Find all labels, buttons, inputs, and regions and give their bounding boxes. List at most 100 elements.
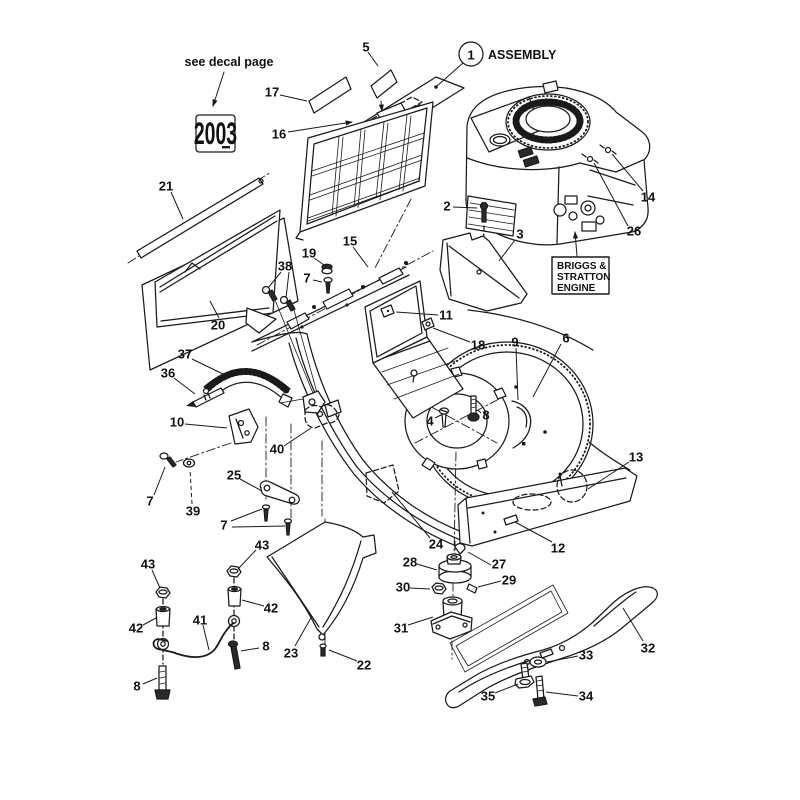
leader-line-3 xyxy=(498,239,516,262)
part-label-2: 2 xyxy=(443,199,450,214)
set-screw-29 xyxy=(466,583,478,594)
leader-line-31 xyxy=(407,616,434,626)
wheel-pocket-13 xyxy=(556,469,588,503)
leader-line-41 xyxy=(202,624,210,651)
pin-36 xyxy=(186,387,225,408)
see-decal-note: see decal page xyxy=(185,55,274,69)
part-label-8-right: 8 xyxy=(262,639,269,654)
bolt-22 xyxy=(319,643,327,657)
leader-line-22 xyxy=(328,649,358,662)
assembly-number: 1 xyxy=(467,48,474,63)
leader-line-8-deck xyxy=(477,409,482,414)
part-label-22: 22 xyxy=(357,658,371,673)
leader-line-38 xyxy=(267,271,282,289)
part-label-36: 36 xyxy=(161,366,175,381)
rod-41 xyxy=(152,622,235,659)
part-label-3: 3 xyxy=(516,227,523,242)
part-label-29: 29 xyxy=(502,573,516,588)
part-label-24: 24 xyxy=(429,537,444,552)
part-label-42-left: 42 xyxy=(129,621,143,636)
leader-line-5 xyxy=(367,51,379,67)
nut-43-right xyxy=(226,565,242,578)
side-panel-group xyxy=(141,209,299,371)
leader-line-35 xyxy=(494,683,519,694)
key-27 xyxy=(454,543,466,555)
leader-line-20 xyxy=(209,300,220,319)
discharge-tunnel xyxy=(364,280,464,419)
leader-line-40 xyxy=(283,427,312,447)
cable-clip-40 xyxy=(304,404,340,429)
part-label-42-right: 42 xyxy=(264,601,278,616)
engine-label-box xyxy=(551,256,610,295)
leader-line-17 xyxy=(279,94,308,102)
bolt-8-left xyxy=(154,665,171,700)
leader-line-28 xyxy=(416,563,438,571)
part-label-25: 25 xyxy=(227,468,241,483)
leader-line-7-pair xyxy=(230,508,263,522)
part-label-27: 27 xyxy=(492,557,506,572)
hub-bolt-8 xyxy=(467,395,480,422)
leader-line-7-top xyxy=(312,279,323,283)
leader-line-7-left xyxy=(153,466,166,496)
leader-line-43-left xyxy=(151,569,161,589)
part-label-38: 38 xyxy=(278,259,292,274)
leader-line-19 xyxy=(313,257,325,266)
part-label-19: 19 xyxy=(302,246,316,261)
part-label-7-pair: 7 xyxy=(220,518,227,533)
part-label-20: 20 xyxy=(211,318,225,333)
part-label-26: 26 xyxy=(627,224,641,239)
washer-33 xyxy=(529,656,547,668)
leader-line-8-right xyxy=(240,647,260,652)
grate-door xyxy=(299,101,434,233)
leader-line-32 xyxy=(622,607,644,642)
part-label-37: 37 xyxy=(178,347,192,362)
leader-line-12 xyxy=(514,521,553,543)
leader-line-25 xyxy=(239,478,263,492)
part-number-labels: 2345677788891011121314151617181920212223… xyxy=(129,40,656,704)
blade-adapter-31 xyxy=(430,596,473,640)
leader-line-9 xyxy=(515,347,519,401)
part-label-13: 13 xyxy=(629,450,643,465)
discharge-chute-23 xyxy=(266,518,377,657)
leader-line-43-right xyxy=(237,549,257,570)
decal-5-arrow xyxy=(378,100,384,112)
engine xyxy=(465,80,651,246)
leader-line-27 xyxy=(467,551,492,566)
leader-line-23 xyxy=(294,615,313,647)
part-label-30: 30 xyxy=(396,580,410,595)
part-label-35: 35 xyxy=(481,689,495,704)
leader-line-2 xyxy=(452,206,478,209)
leader-line-39 xyxy=(189,468,193,505)
screw-7-left xyxy=(159,452,177,468)
leader-line-4 xyxy=(434,413,444,419)
decal-year: 2003 xyxy=(194,115,237,151)
blade-32 xyxy=(444,586,658,709)
part-label-39: 39 xyxy=(186,504,200,519)
bracket-10 xyxy=(175,408,259,463)
leader-line-10 xyxy=(184,423,228,429)
leader-line-33 xyxy=(546,655,579,663)
engine-box-line3: ENGINE xyxy=(557,283,596,294)
part-label-8-left: 8 xyxy=(133,679,140,694)
leader-line-15 xyxy=(352,246,369,268)
part-label-23: 23 xyxy=(284,646,298,661)
engine-box-arrow xyxy=(572,231,579,257)
part-label-31: 31 xyxy=(394,621,408,636)
part-label-7-top: 7 xyxy=(303,271,310,286)
rear-door-assembly xyxy=(295,69,465,241)
part-label-12: 12 xyxy=(551,541,565,556)
part-label-7-left: 7 xyxy=(146,494,153,509)
leader-line-26 xyxy=(593,162,629,227)
part-label-43-right: 43 xyxy=(255,538,269,553)
carburetor xyxy=(580,200,596,216)
part-label-15: 15 xyxy=(343,234,357,249)
front-face xyxy=(364,280,428,364)
pivot-bracket xyxy=(302,390,342,418)
bolt-35 xyxy=(514,662,535,689)
belt-area-24 xyxy=(365,464,400,504)
leader-line-42-left xyxy=(142,617,157,626)
engine-screw-14 xyxy=(599,144,617,155)
baffle-3 xyxy=(439,232,528,312)
nut-43-left xyxy=(155,586,171,599)
